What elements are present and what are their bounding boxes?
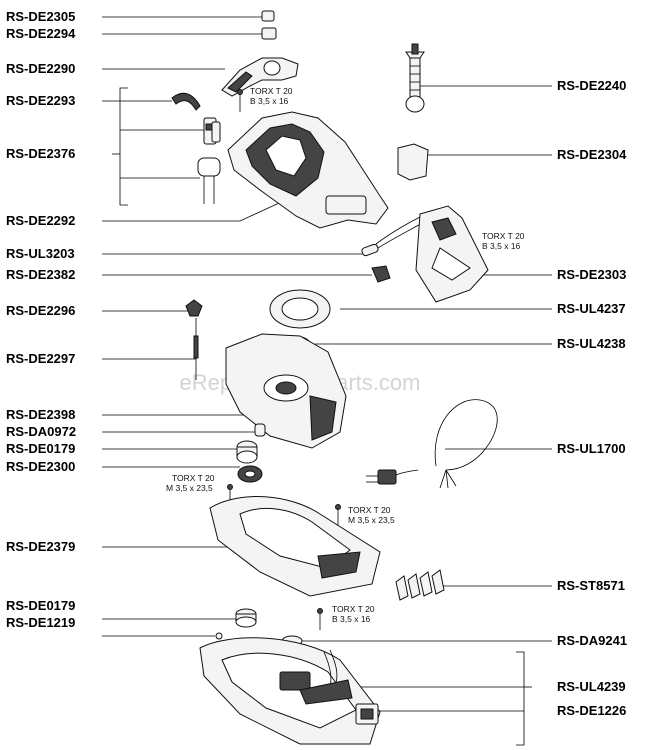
label-rs-da9241: RS-DA9241 [557, 633, 627, 648]
screw-note-2-line1: TORX T 20 [482, 231, 525, 241]
label-rs-de2382: RS-DE2382 [6, 267, 75, 282]
label-rs-de0179-b: RS-DE0179 [6, 598, 75, 613]
label-rs-ul4239: RS-UL4239 [557, 679, 626, 694]
left-part-labels: RS-DE2305 RS-DE2294 RS-DE2290 RS-DE2293 … [6, 9, 76, 630]
screw-note-1-line1: TORX T 20 [250, 86, 293, 96]
label-rs-ul4238: RS-UL4238 [557, 336, 626, 351]
part-de1219 [215, 632, 223, 640]
screw-note-5-line1: TORX T 20 [332, 604, 375, 614]
part-soleplate [199, 637, 381, 745]
screw-notes: TORX T 20 B 3,5 x 16 TORX T 20 B 3,5 x 1… [166, 86, 525, 624]
part-de2300 [237, 465, 263, 483]
part-da0972 [254, 423, 266, 437]
part-de2292 [227, 111, 389, 229]
screw-note-3-line1: TORX T 20 [172, 473, 215, 483]
label-rs-st8571: RS-ST8571 [557, 578, 625, 593]
part-de2305 [261, 10, 275, 22]
part-de2294 [261, 27, 277, 40]
part-de2296 [185, 299, 203, 317]
screw-note-4-line1: TORX T 20 [348, 505, 391, 515]
part-de2303 [415, 205, 489, 303]
screw-note-1-line2: B 3,5 x 16 [250, 96, 289, 106]
label-rs-de2293: RS-DE2293 [6, 93, 75, 108]
part-de1226 [355, 703, 379, 725]
label-rs-da0972: RS-DA0972 [6, 424, 76, 439]
part-de2376 [197, 117, 221, 204]
part-st8571 [395, 569, 445, 601]
part-de2297 [193, 318, 199, 380]
part-de2290 [221, 57, 299, 97]
part-de2240 [405, 43, 425, 113]
label-rs-de2303: RS-DE2303 [557, 267, 626, 282]
label-rs-ul1700: RS-UL1700 [557, 441, 626, 456]
part-drawings [171, 10, 498, 745]
label-rs-de2297: RS-DE2297 [6, 351, 75, 366]
part-ul1700 [366, 399, 498, 489]
part-de2293 [171, 92, 201, 111]
label-rs-ul4237: RS-UL4237 [557, 301, 626, 316]
part-de2304 [397, 143, 429, 181]
label-rs-de0179-a: RS-DE0179 [6, 441, 75, 456]
label-rs-de1219: RS-DE1219 [6, 615, 75, 630]
part-water-tank [225, 333, 347, 449]
label-rs-de2300: RS-DE2300 [6, 459, 75, 474]
screw-note-4-line2: M 3,5 x 23,5 [348, 515, 395, 525]
label-rs-ul3203: RS-UL3203 [6, 246, 75, 261]
label-rs-de2376: RS-DE2376 [6, 146, 75, 161]
label-rs-de2294: RS-DE2294 [6, 26, 76, 41]
label-rs-de2292: RS-DE2292 [6, 213, 75, 228]
right-part-labels: RS-DE2240 RS-DE2304 RS-DE2303 RS-UL4237 … [557, 78, 627, 718]
label-rs-de2379: RS-DE2379 [6, 539, 75, 554]
leader-lines [102, 16, 552, 746]
screw-note-2-line2: B 3,5 x 16 [482, 241, 521, 251]
label-rs-de2240: RS-DE2240 [557, 78, 626, 93]
label-rs-de1226: RS-DE1226 [557, 703, 626, 718]
label-rs-de2304: RS-DE2304 [557, 147, 627, 162]
label-rs-de2305: RS-DE2305 [6, 9, 75, 24]
part-de0179-b [235, 608, 257, 628]
label-rs-de2290: RS-DE2290 [6, 61, 75, 76]
part-ul4237 [269, 289, 331, 329]
part-ul4239 [299, 679, 353, 705]
label-rs-de2296: RS-DE2296 [6, 303, 75, 318]
label-rs-de2398: RS-DE2398 [6, 407, 75, 422]
part-de2379 [209, 496, 381, 597]
part-de0179-a [236, 440, 258, 464]
screw-note-5-line2: B 3,5 x 16 [332, 614, 371, 624]
screw-note-3-line2: M 3,5 x 23,5 [166, 483, 213, 493]
part-de2382 [371, 265, 391, 283]
